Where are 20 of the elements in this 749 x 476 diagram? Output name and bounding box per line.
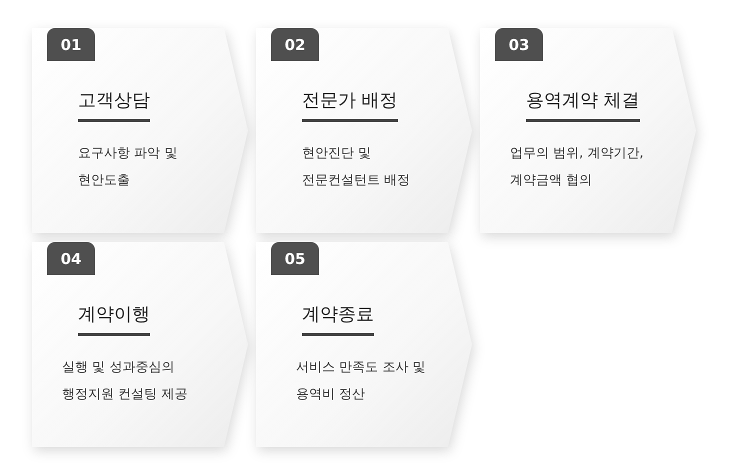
step-title: 고객상담 [78, 88, 150, 122]
step-number-badge: 05 [271, 242, 319, 275]
step-number-badge: 04 [47, 242, 95, 275]
step-description: 실행 및 성과중심의 행정지원 컨설팅 제공 [62, 359, 188, 404]
step-description: 현안진단 및 전문컨설턴트 배정 [302, 145, 412, 190]
step-description: 업무의 범위, 계약기간, 계약금액 협의 [510, 145, 645, 190]
chevron-card [32, 242, 248, 447]
step-number-badge: 01 [47, 28, 95, 61]
chevron-card [32, 28, 248, 233]
chevron-card [256, 242, 472, 447]
chevron-card [480, 28, 696, 233]
chevron-card [256, 28, 472, 233]
step-title: 전문가 배정 [302, 88, 398, 122]
step-title: 용역계약 체결 [526, 88, 640, 122]
step-description: 서비스 만족도 조사 및 용역비 정산 [296, 359, 426, 404]
step-number-badge: 03 [495, 28, 543, 61]
step-title: 계약종료 [302, 302, 374, 336]
step-title: 계약이행 [78, 302, 150, 336]
step-number-badge: 02 [271, 28, 319, 61]
step-description: 요구사항 파악 및 현안도출 [78, 145, 178, 190]
